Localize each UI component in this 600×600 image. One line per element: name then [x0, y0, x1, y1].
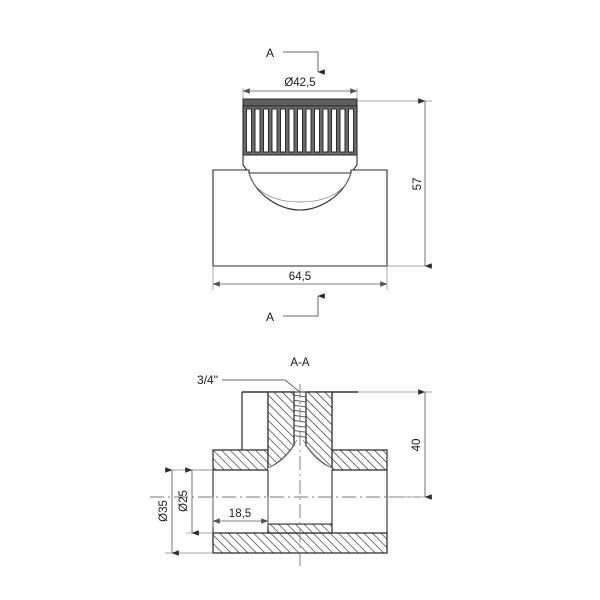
cap-top-band: [242, 98, 358, 107]
dim-bore-diameter-label: Ø25: [178, 490, 190, 512]
dim-port-length-label: 18,5: [229, 508, 251, 520]
section-right-shoulder: [331, 449, 388, 471]
dimension-overall-width: 64,5: [212, 266, 388, 290]
section-marker-bottom-leader: [283, 293, 325, 317]
section-marker-top-label: A: [266, 46, 274, 60]
dim-cap-diameter-label: Ø42,5: [284, 77, 315, 89]
dimension-section-height: 40: [358, 389, 432, 500]
section-marker-top: A: [266, 46, 325, 75]
thread-size-label: 3/4": [197, 373, 218, 387]
section-view: A-A 3/4": [150, 357, 432, 570]
dim-outer-diameter-label: Ø35: [158, 500, 170, 522]
cap-knurl-ribs: [246, 108, 354, 153]
section-marker-top-leader: [283, 51, 325, 75]
section-marker-bottom-label: A: [266, 310, 274, 324]
dimension-overall-height: 57: [357, 98, 432, 269]
section-bore-arc-left: [267, 439, 298, 469]
dim-overall-width-label: 64,5: [289, 271, 311, 283]
section-marker-bottom: A: [266, 293, 325, 324]
body-outline-front: [212, 169, 388, 267]
thread-callout: 3/4": [197, 373, 301, 393]
front-elevation-view: A Ø42,5: [212, 46, 432, 324]
dimension-bore-diameter: Ø25: [178, 467, 213, 536]
dimension-port-length: 18,5: [212, 497, 269, 527]
knurled-cap: [242, 98, 358, 174]
section-view-title: A-A: [290, 357, 310, 369]
cap-skirt: [242, 154, 358, 174]
dim-section-height-label: 40: [411, 439, 423, 452]
section-bore-arc-right: [302, 439, 333, 469]
dim-overall-height-label: 57: [412, 178, 424, 191]
thread-callout-leader: [222, 379, 301, 393]
body-transition-arc: [248, 172, 352, 203]
